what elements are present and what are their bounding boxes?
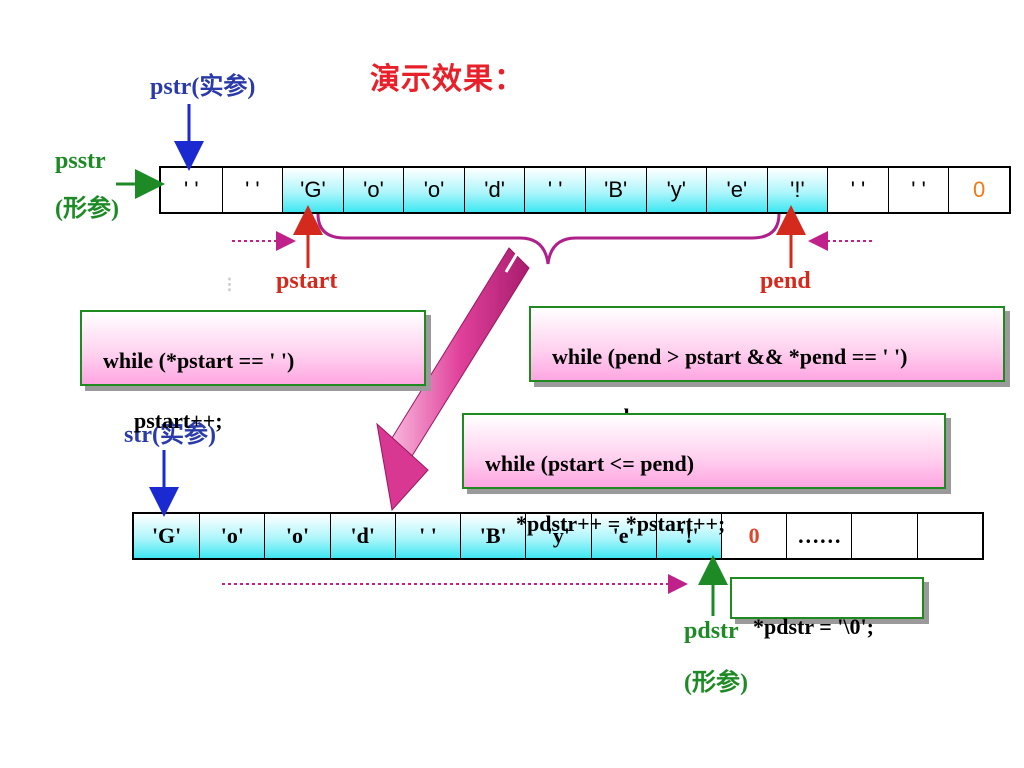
range-brace [316, 213, 781, 265]
source-cell: 'd' [463, 168, 525, 212]
dest-cell: '!' [655, 514, 721, 558]
code-line: while (pstart <= pend) [485, 451, 695, 476]
psstr-label: psstr [55, 148, 106, 174]
faded-marker: ⁝ [226, 272, 233, 297]
code-line: while (*pstart == ' ') [103, 348, 295, 373]
pdstr-param-label: (形参) [684, 670, 748, 696]
dest-cell: 'o' [264, 514, 330, 558]
source-cell: 'B' [584, 168, 646, 212]
source-cell: 'o' [342, 168, 404, 212]
dest-cell: 'e' [590, 514, 656, 558]
source-char-array: ' '' ''G''o''o''d'' ''B''y''e''!'' '' '0 [159, 166, 1011, 214]
dest-cell [916, 514, 982, 558]
dest-cell [851, 514, 916, 558]
code-line: pstart++; [134, 408, 223, 433]
skip-trailing-spaces-code: while (pend > pstart && *pend == ' ') pe… [529, 306, 1005, 429]
source-cell: 'y' [645, 168, 707, 212]
source-cell: ' ' [524, 168, 585, 212]
copy-loop-code: while (pstart <= pend) *pdstr++ = *pstar… [462, 413, 946, 536]
pdstr-label: pdstr [684, 618, 739, 644]
pend-label: pend [760, 268, 811, 294]
dest-cell: 'B' [460, 514, 526, 558]
str-label: str(实参) [124, 422, 216, 448]
pstr-label: pstr(实参) [150, 74, 256, 100]
pstart-label: pstart [276, 268, 338, 294]
code-line: *pdstr++ = *pstart++; [516, 511, 726, 536]
source-cell: 0 [948, 168, 1009, 212]
dest-cell: 'd' [329, 514, 395, 558]
source-cell: ' ' [887, 168, 949, 212]
code-line: while (pend > pstart && *pend == ' ') [552, 344, 908, 369]
source-cell: '!' [766, 168, 828, 212]
dest-cell: 'y' [525, 514, 591, 558]
terminate-string-code: *pdstr = '\0'; [730, 577, 924, 639]
source-cell: 'G' [282, 168, 343, 212]
source-cell: 'o' [403, 168, 464, 212]
dest-cell: 'o' [199, 514, 265, 558]
source-cell: ' ' [184, 177, 199, 202]
dest-cell: ' ' [394, 514, 461, 558]
code-line: *pdstr = '\0'; [753, 614, 874, 639]
source-cell: 'e' [706, 168, 767, 212]
slide-title: 演示效果： [370, 63, 525, 96]
psstr-param-label: (形参) [55, 196, 119, 222]
source-cell: ' ' [827, 168, 888, 212]
skip-leading-spaces-code: while (*pstart == ' ') pstart++; [80, 310, 426, 433]
dest-char-array: 'G''o''o''d'' ''B''y''e''!'0…… [132, 512, 984, 560]
source-cell: ' ' [221, 168, 283, 212]
dest-cell: 'G' [134, 514, 200, 558]
dest-cell: …… [786, 514, 851, 558]
dest-cell: 0 [720, 514, 786, 558]
copy-arrow [376, 247, 530, 512]
